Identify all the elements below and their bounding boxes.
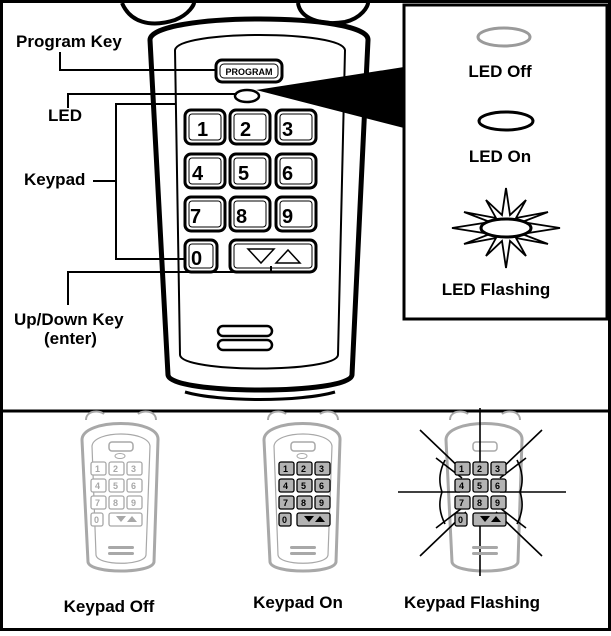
svg-text:6: 6 [495,481,500,491]
callout-led: LED [48,106,82,125]
svg-text:5: 5 [301,481,306,491]
svg-text:1: 1 [95,464,100,474]
callouts: Program Key LED Keypad Up/Down Key (ente… [14,32,272,348]
svg-text:4: 4 [283,481,288,491]
svg-text:4: 4 [459,481,464,491]
main-keypad: PROGRAM 1 2 3 4 5 [120,2,371,401]
main-led [233,88,261,104]
speaker-slot [216,338,274,352]
svg-text:9: 9 [319,498,324,508]
svg-text:2: 2 [301,464,306,474]
led-on-label: LED On [469,147,531,166]
svg-text:7: 7 [190,206,201,228]
svg-text:3: 3 [282,119,293,141]
svg-text:0: 0 [458,515,463,525]
callout-program-key: Program Key [16,32,122,51]
svg-text:0: 0 [282,515,287,525]
main-key-3: 3 [274,108,318,146]
main-key-1: 1 [183,108,227,146]
main-up-down-key [228,238,318,274]
callout-enter: (enter) [44,329,97,348]
svg-text:5: 5 [113,481,118,491]
main-key-0: 0 [183,238,219,274]
svg-text:8: 8 [301,498,306,508]
main-key-4: 4 [183,152,227,190]
main-key-9: 9 [274,195,318,233]
svg-text:6: 6 [319,481,324,491]
svg-text:0: 0 [94,515,99,525]
up-arrow-icon [274,248,302,264]
svg-text:4: 4 [95,481,100,491]
svg-text:9: 9 [282,206,293,228]
down-arrow-icon [246,248,276,265]
main-key-6: 6 [274,152,318,190]
svg-text:6: 6 [282,163,293,185]
speaker-slot [216,324,274,338]
svg-text:5: 5 [238,163,249,185]
svg-text:1: 1 [283,464,288,474]
main-key-7: 7 [183,195,227,233]
led-flashing-label: LED Flashing [442,280,551,299]
svg-text:8: 8 [113,498,118,508]
svg-text:8: 8 [236,206,247,228]
keypad-off-mini: 1 2 3 4 5 6 7 8 9 0 Keypad Off [64,410,160,616]
led-off-label: LED Off [468,62,532,81]
svg-text:5: 5 [477,481,482,491]
svg-text:2: 2 [477,464,482,474]
callout-up-down-key: Up/Down Key [14,310,124,329]
keypad-on-mini: 1 2 3 4 5 6 7 8 9 0 Keypad On [253,410,343,612]
keypad-on-label: Keypad On [253,593,343,612]
led-flashing-icon [451,187,561,269]
main-key-2: 2 [228,108,272,146]
svg-text:2: 2 [113,464,118,474]
callout-keypad: Keypad [24,170,85,189]
svg-text:1: 1 [197,119,208,141]
svg-text:8: 8 [477,498,482,508]
svg-text:9: 9 [131,498,136,508]
led-states-panel: LED Off LED On LED Flashing [256,3,609,321]
main-key-8: 8 [228,195,272,233]
svg-text:7: 7 [283,498,288,508]
svg-text:6: 6 [131,481,136,491]
keypad-flashing-mini: 1 2 3 4 5 6 7 8 9 0 Keypad Flashing [398,408,566,612]
led-off-icon [476,26,532,48]
svg-text:3: 3 [319,464,324,474]
svg-text:0: 0 [191,248,202,270]
led-on-icon [477,110,535,132]
main-key-5: 5 [228,152,272,190]
svg-text:3: 3 [131,464,136,474]
svg-text:1: 1 [459,464,464,474]
svg-text:7: 7 [459,498,464,508]
led-pointer [256,67,404,128]
keypad-flashing-label: Keypad Flashing [404,593,540,612]
svg-text:7: 7 [95,498,100,508]
svg-text:4: 4 [192,163,204,185]
program-key-label: PROGRAM [226,67,273,77]
keypad-off-label: Keypad Off [64,597,155,616]
svg-text:3: 3 [495,464,500,474]
svg-text:2: 2 [240,119,251,141]
svg-text:9: 9 [495,498,500,508]
